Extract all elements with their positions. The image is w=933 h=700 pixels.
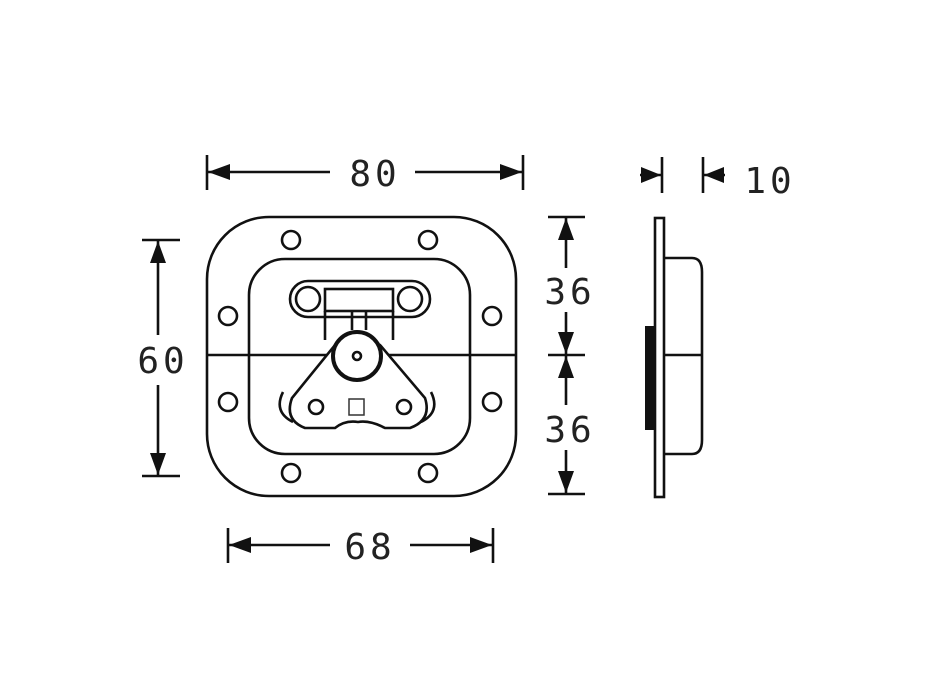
front-view xyxy=(205,215,518,498)
logo-icon xyxy=(348,398,365,416)
dimension-depth-10: 10 xyxy=(640,157,795,202)
dimension-height-36-36: 36 36 xyxy=(544,215,595,496)
mounting-holes xyxy=(217,229,503,484)
outer-flange xyxy=(205,215,518,498)
dim-label-60: 60 xyxy=(137,341,188,382)
dimension-width-80: 80 xyxy=(205,154,525,195)
latch-mechanism xyxy=(278,279,436,430)
dimension-width-68: 68 xyxy=(226,527,495,568)
dim-label-80: 80 xyxy=(349,154,400,195)
dim-label-36-lower: 36 xyxy=(544,410,595,451)
latch-profile xyxy=(645,326,655,430)
dimension-height-60: 60 xyxy=(137,238,188,478)
dim-label-10: 10 xyxy=(744,161,795,202)
side-view xyxy=(645,216,704,499)
inner-recess xyxy=(247,257,472,456)
dim-label-68: 68 xyxy=(344,527,395,568)
dim-label-36-upper: 36 xyxy=(544,272,595,313)
